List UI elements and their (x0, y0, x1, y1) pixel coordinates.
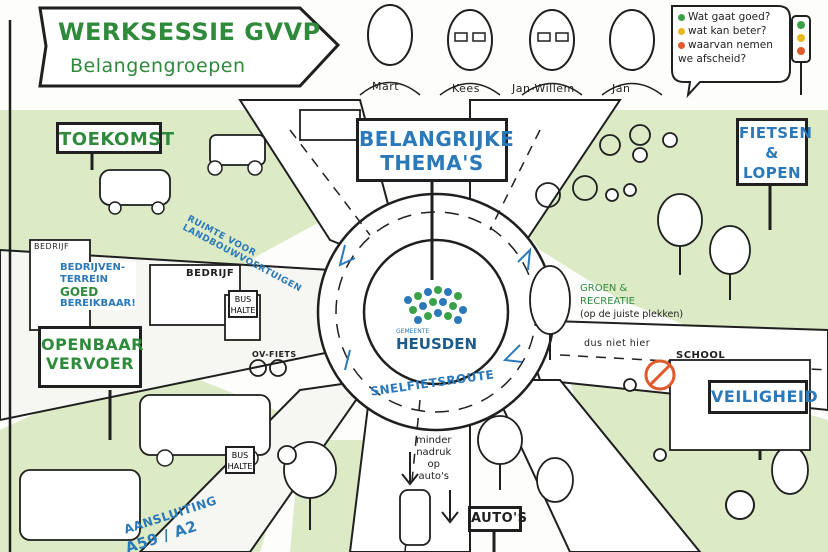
sign-belangrijke-themas: BELANGRIJKE THEMA'S (356, 118, 514, 182)
label-bedrijventerrein: BEDRIJVEN- TERREIN GOED BEREIKBAAR! (60, 262, 136, 310)
label-dus-niet-hier: dus niet hier (584, 338, 651, 349)
person-name-jan: Jan (612, 82, 631, 95)
red-dot-icon (678, 41, 685, 49)
page-subtitle: Belangengroepen (70, 55, 246, 77)
label-bedrijf-small: BEDRIJF (34, 242, 70, 251)
questions-bubble: Wat gaat goed? wat kan beter? waarvan ne… (678, 10, 788, 66)
yellow-dot-icon (678, 27, 685, 35)
label-ov-fiets: OV-FIETS (252, 350, 297, 359)
label-school: SCHOOL (676, 350, 726, 361)
label-bedrijf: BEDRIJF (186, 268, 235, 279)
person-name-kees: Kees (452, 82, 480, 95)
sign-fietsen-lopen: FIETSEN & LOPEN (736, 118, 812, 186)
sign-toekomst: TOEKOMST (56, 122, 174, 154)
sign-openbaar-vervoer: OPENBAAR VERVOER (38, 326, 143, 388)
label-minder-nadruk: minder nadruk op auto's (416, 435, 452, 482)
person-name-mart: Mart (372, 80, 400, 93)
question-item: wat kan beter? (678, 24, 788, 38)
page-title: WERKSESSIE GVVP (58, 18, 321, 46)
heusden-logo: GEMEENTE HEUSDEN (396, 328, 478, 353)
person-name-jan-willem: Jan-Willem (512, 82, 575, 95)
sign-autos: AUTO'S (468, 506, 527, 532)
label-groen-recreatie: GROEN & RECREATIE (op de juiste plekken) (580, 283, 684, 320)
sign-bus-halte-lower: BUS HALTE (225, 446, 255, 474)
question-item: Wat gaat goed? (678, 10, 788, 24)
sign-bus-halte: BUS HALTE (228, 290, 258, 318)
green-dot-icon (678, 13, 685, 21)
sign-veiligheid: VEILIGHEID (708, 380, 818, 414)
question-item: waarvan nemen we afscheid? (678, 39, 773, 65)
